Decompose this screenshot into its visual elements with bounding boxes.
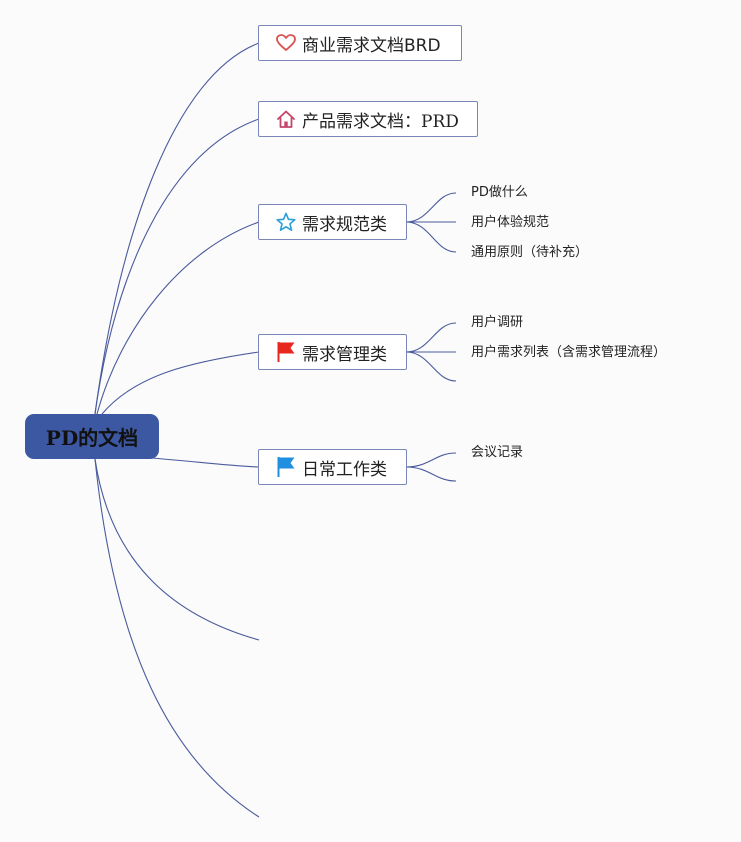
branch-prd[interactable]: 产品需求文档：PRD bbox=[258, 101, 478, 137]
leaf-meeting-notes[interactable]: 会议记录 bbox=[471, 445, 524, 460]
red-flag-icon bbox=[275, 341, 297, 363]
star-icon bbox=[275, 211, 297, 233]
leaf-ux-spec[interactable]: 用户体验规范 bbox=[471, 215, 550, 230]
branch-label: 需求管理类 bbox=[302, 344, 387, 365]
branch-requirement-management[interactable]: 需求管理类 bbox=[258, 334, 407, 370]
branch-label: 需求规范类 bbox=[302, 214, 387, 235]
heart-icon bbox=[275, 32, 297, 54]
leaf-pd-what[interactable]: PD做什么 bbox=[471, 185, 528, 200]
leaf-user-requirements-list[interactable]: 用户需求列表（含需求管理流程） bbox=[471, 345, 667, 360]
home-icon bbox=[275, 108, 297, 130]
branch-label: 商业需求文档BRD bbox=[302, 35, 441, 56]
branch-daily-work[interactable]: 日常工作类 bbox=[258, 449, 407, 485]
branch-label: 产品需求文档：PRD bbox=[302, 111, 459, 132]
leaf-general-principles[interactable]: 通用原则（待补充） bbox=[471, 245, 589, 260]
root-node[interactable]: PD的文档 bbox=[25, 414, 159, 459]
root-label: PD的文档 bbox=[45, 426, 139, 450]
branch-requirement-specs[interactable]: 需求规范类 bbox=[258, 204, 407, 240]
blue-flag-icon bbox=[275, 456, 297, 478]
branch-label: 日常工作类 bbox=[302, 459, 387, 480]
leaf-user-research[interactable]: 用户调研 bbox=[471, 315, 524, 330]
branch-brd[interactable]: 商业需求文档BRD bbox=[258, 25, 462, 61]
